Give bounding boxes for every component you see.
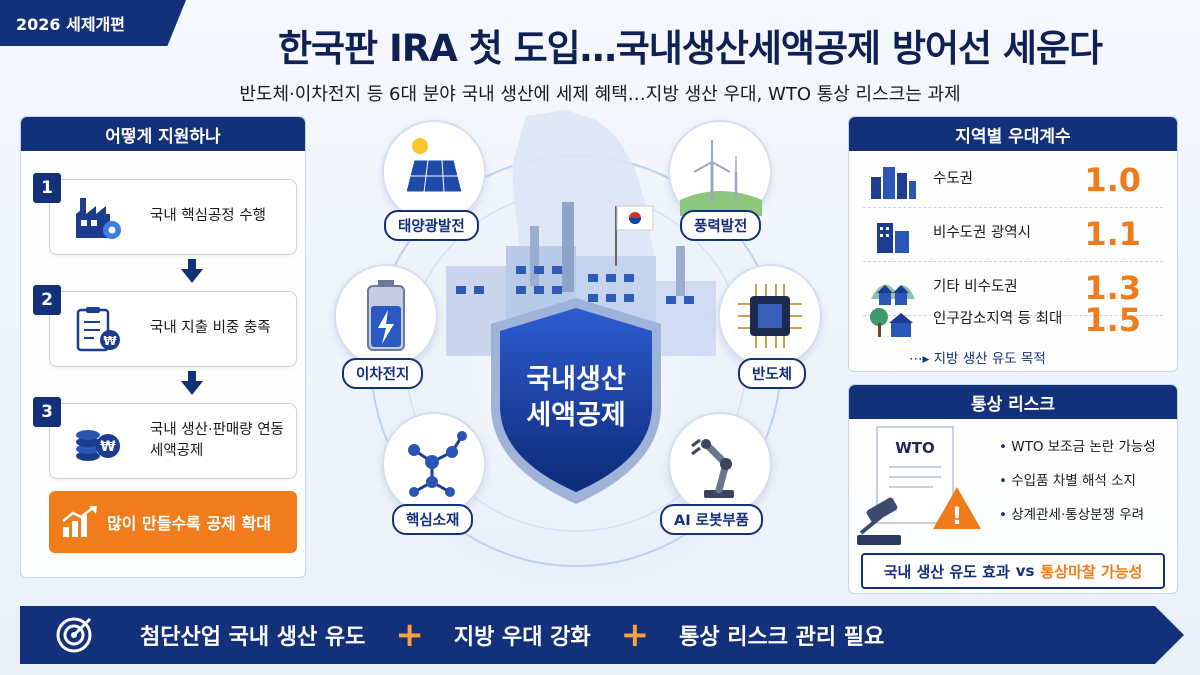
semiconductor-chip-icon [718,264,822,368]
coef-row-capital: 수도권 1.0 [863,155,1163,205]
coef-value: 1.0 [1084,161,1141,199]
bottom-item-3: 통상 리스크 관리 필요 [679,625,885,650]
sector-label-wind: 풍력발전 [680,210,762,241]
regional-coefficient-panel: 지역별 우대계수 수도권 1.0 비수도권 광역시 1.1 기타 비수도권 1.… [848,116,1178,372]
step-text-2: 국내 지출 비중 충족 [150,320,271,337]
sector-label-battery: 이차전지 [342,358,424,389]
city-buildings-icon [871,167,916,199]
tree-house-icon [870,308,913,337]
plus-icon: + [620,615,650,655]
bottom-item-1: 첨단산업 국내 생산 유도 [140,625,366,650]
plus-icon: + [395,615,424,655]
summary-vs: vs [1015,562,1035,580]
svg-text:₩: ₩ [103,334,117,348]
wind-turbine-icon [668,120,772,224]
coef-label: 인구감소지역 등 최대 [933,311,1063,328]
step-number-3: 3 [33,397,61,427]
support-panel: 어떻게 지원하나 1 국내 핵심공정 수행 2 ₩ 국내 지출 비중 충족 3 [20,116,306,578]
coef-value: 1.1 [1084,215,1141,253]
regional-note-text: 지방 생산 유도 목적 [933,351,1046,367]
summary-effect: 국내 생산 유도 효과 [883,562,1010,581]
down-arrow-icon [181,371,203,395]
checklist-won-icon: ₩ [76,307,120,352]
edition-tag: 2026 세제개편 [0,0,186,46]
page-title: 한국판 IRA 첫 도입…국내생산세액공제 방어선 세운다 [277,27,1103,70]
sector-label-robot: AI 로봇부품 [660,504,764,535]
solar-panel-icon [382,120,486,224]
arrow-right-icon: ⋯▸ [909,351,934,367]
step-number-1: 1 [33,173,61,203]
coef-row-other: 기타 비수도권 1.3 [863,263,1163,313]
risk-item: WTO 보조금 논란 가능성 [999,435,1155,455]
trade-risk-title: 통상 리스크 [849,385,1177,419]
shield-text-line1: 국내생산 [526,364,626,395]
coins-won-icon: ₩ [76,430,120,461]
sector-label-materials: 핵심소재 [392,504,474,535]
coef-label: 수도권 [933,171,974,188]
highlight-banner: 많이 만들수록 공제 확대 [49,491,297,553]
step-text-1: 국내 핵심공정 수행 [150,208,266,225]
risk-list: WTO 보조금 논란 가능성 수입품 차별 해석 소지 상계관세·통상분쟁 우려 [999,435,1156,537]
coef-value: 1.5 [1084,301,1141,339]
battery-icon [334,264,438,368]
molecule-icon [382,412,486,516]
support-panel-title: 어떻게 지원하나 [21,117,305,151]
step-card-1: 국내 핵심공정 수행 [49,179,297,255]
sector-label-semiconductor: 반도체 [738,358,807,389]
wto-document-gavel-icon: WTO ! [857,426,981,545]
office-buildings-icon [877,223,909,253]
page-subtitle: 반도체·이차전지 등 6대 분야 국내 생산에 세제 혜택…지방 생산 우대, … [239,84,961,105]
target-icon [56,617,92,653]
divider [863,261,1163,262]
svg-text:!: ! [952,502,963,530]
divider [863,207,1163,208]
summary-friction: 통상마찰 가능성 [1040,562,1143,581]
center-illustration: 국내생산 세액공제 태양광발전 풍력발전 이차전지 [316,106,836,586]
bottom-summary-bar: 첨단산업 국내 생산 유도 + 지방 우대 강화 + 통상 리스크 관리 필요 [20,606,1184,664]
town-houses-icon [871,284,915,305]
highlight-text: 많이 만들수록 공제 확대 [107,514,271,533]
growth-chart-icon [62,506,97,537]
factory-gear-icon [76,198,121,239]
regional-panel-title: 지역별 우대계수 [849,117,1177,151]
wto-label: WTO [895,439,935,457]
step-card-2: ₩ 국내 지출 비중 충족 [49,291,297,367]
robot-arm-icon [668,412,772,516]
step-number-2: 2 [33,285,61,315]
risk-item: 수입품 차별 해석 소지 [999,469,1156,489]
coef-row-metro: 비수도권 광역시 1.1 [863,209,1163,259]
step-card-3: ₩ 국내 생산·판매량 연동 세액공제 [49,403,297,479]
down-arrow-icon [181,259,203,283]
coef-label: 기타 비수도권 [933,279,1018,296]
regional-note: ⋯▸ 지방 생산 유도 목적 [909,347,1046,367]
shield-text-line2: 세액공제 [526,400,625,431]
divider [863,315,1163,316]
svg-text:₩: ₩ [100,439,116,455]
sector-label-solar: 태양광발전 [384,210,479,241]
coef-value: 1.3 [1084,269,1141,307]
step-text-3: 국내 생산·판매량 연동 세액공제 [150,421,284,459]
trade-risk-panel: 통상 리스크 WTO ! WTO 보조금 논란 가능성 수입품 차별 해석 소지… [848,384,1178,594]
coef-row-depopulation: 인구감소지역 등 최대 1.5 [863,295,1163,345]
tradeoff-summary: 국내 생산 유도 효과 vs 통상마찰 가능성 [861,553,1165,589]
coef-label: 비수도권 광역시 [933,225,1031,242]
bottom-item-2: 지방 우대 강화 [453,625,591,650]
risk-item: 상계관세·통상분쟁 우려 [999,503,1156,523]
